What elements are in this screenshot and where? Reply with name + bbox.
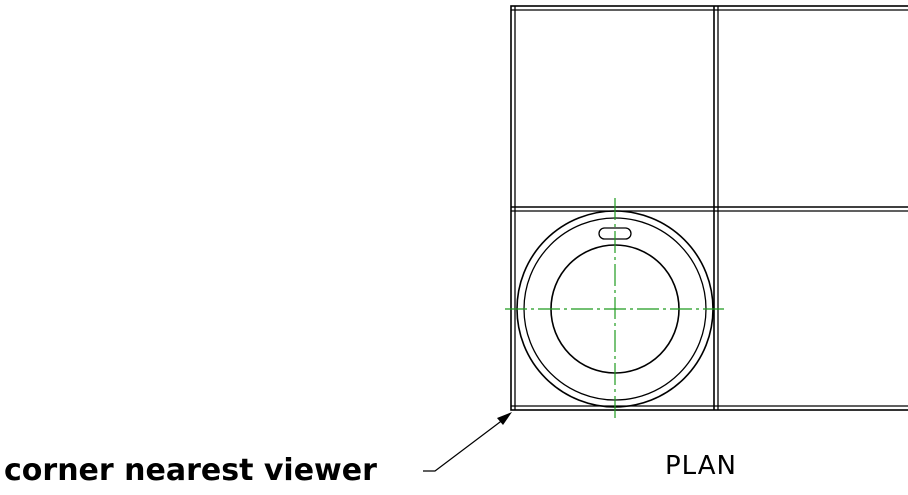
center-lines — [505, 198, 724, 420]
callout-leader — [423, 412, 512, 472]
view-label: PLAN — [665, 451, 737, 481]
leader-arrowhead — [497, 412, 512, 425]
callout-label: corner nearest viewer — [4, 453, 377, 488]
leader-line — [423, 415, 509, 472]
grid-outer-border — [510, 5, 908, 411]
cell-grid — [510, 5, 908, 411]
